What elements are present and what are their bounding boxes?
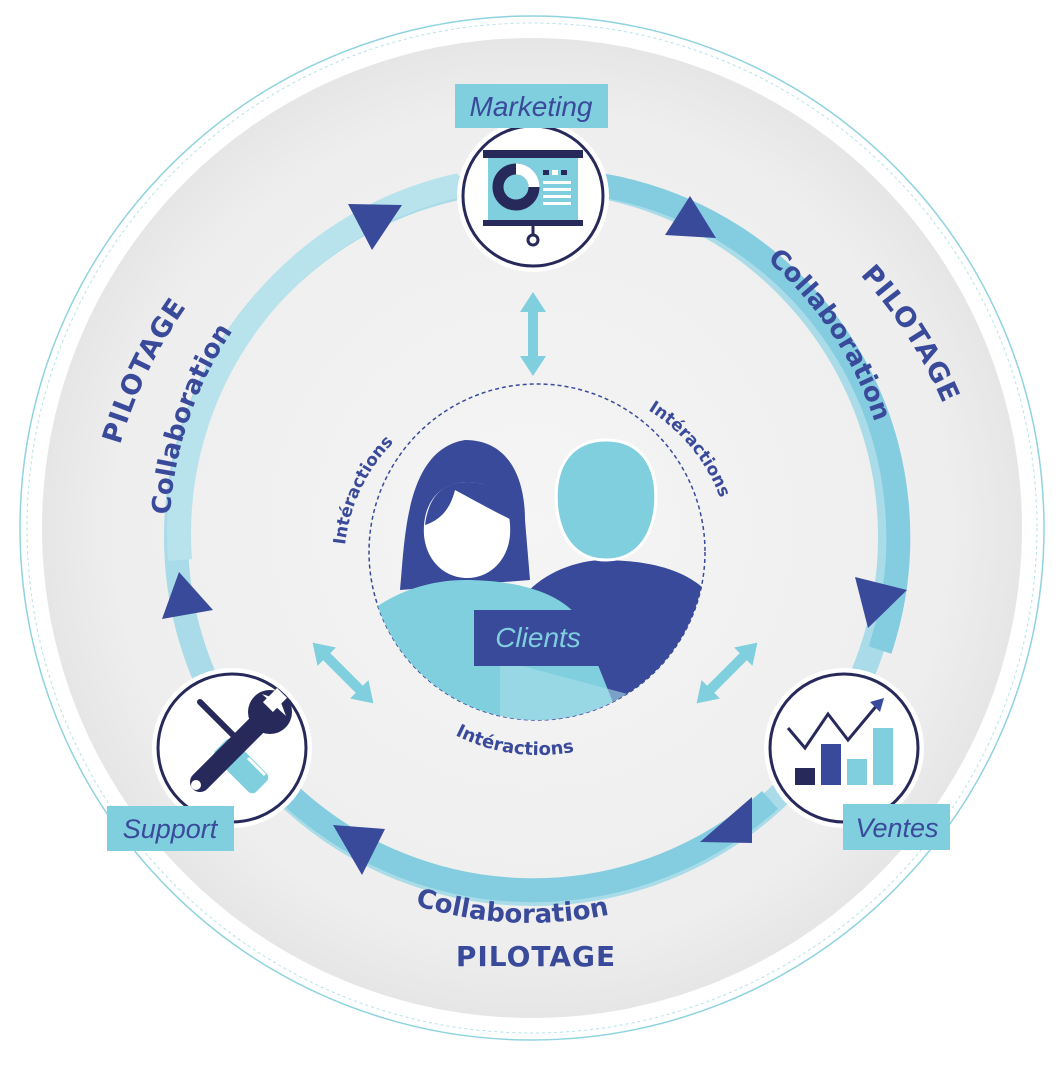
node-support: Support xyxy=(107,668,312,851)
ventes-label-box xyxy=(843,804,950,850)
interaction-arrow-right xyxy=(696,642,758,704)
presentation-board-icon xyxy=(483,150,583,247)
clients-label-box xyxy=(474,610,602,666)
marketing-label-box xyxy=(455,84,608,128)
clients-label: Clients xyxy=(495,622,581,653)
wrench-screwdriver-icon xyxy=(190,687,292,794)
outer-ring xyxy=(19,15,1045,1041)
marketing-label: Marketing xyxy=(470,91,593,122)
support-label-box xyxy=(107,806,234,851)
cycle-arrow-top-right xyxy=(665,196,716,238)
cycle-arrow-left xyxy=(162,572,213,619)
cycle-arrow-right xyxy=(855,577,907,628)
cycle-arrow-bottom-right xyxy=(700,797,752,843)
pilotage-label-bottom: PILOTAGE xyxy=(456,940,616,973)
ventes-label: Ventes xyxy=(855,813,938,843)
node-ventes: Ventes xyxy=(764,668,950,850)
cycle-arrow-bottom-left xyxy=(333,825,385,875)
ventes-node-circle xyxy=(768,672,920,824)
interaction-arrow-left xyxy=(312,642,374,704)
support-label: Support xyxy=(123,814,219,844)
growth-chart-icon xyxy=(786,698,893,785)
interaction-arrow-top xyxy=(520,292,546,376)
outer-dashed-ring xyxy=(26,22,1038,1034)
cycle-arrow-top-left xyxy=(348,204,402,250)
node-marketing: Marketing xyxy=(455,84,609,272)
